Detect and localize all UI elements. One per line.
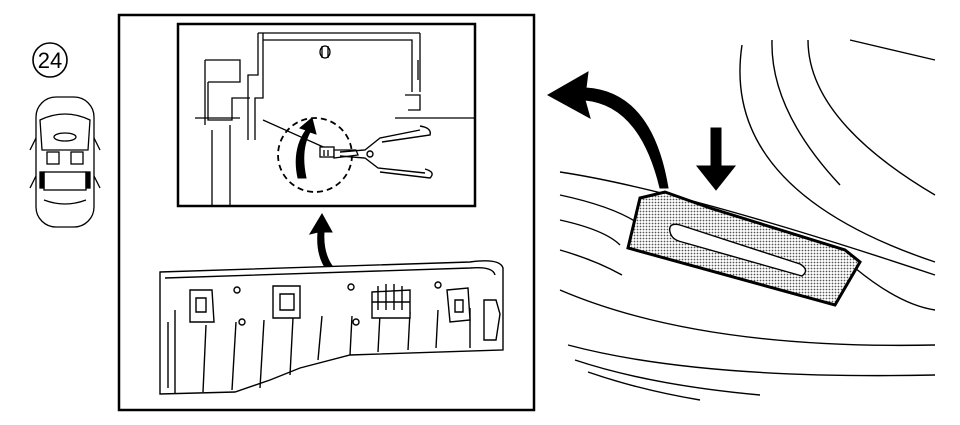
bracket-drawing [195, 32, 475, 205]
detail-inset-frame [176, 22, 477, 208]
detail-inset [176, 22, 477, 208]
curved-arrow-up-icon [295, 117, 317, 179]
door-sill-scene [559, 39, 936, 401]
step-badge: 24 [32, 42, 68, 78]
scuff-plate [626, 190, 862, 307]
scuff-plate-slot [669, 223, 807, 277]
step-badge-circle [32, 42, 68, 78]
arrow-down-icon [695, 127, 737, 191]
step-number: 24 [38, 48, 62, 73]
trim-panel [159, 260, 504, 395]
curved-arrow-left-icon [546, 71, 669, 189]
car-top-view-icon [29, 96, 101, 228]
pliers-icon [339, 125, 433, 179]
